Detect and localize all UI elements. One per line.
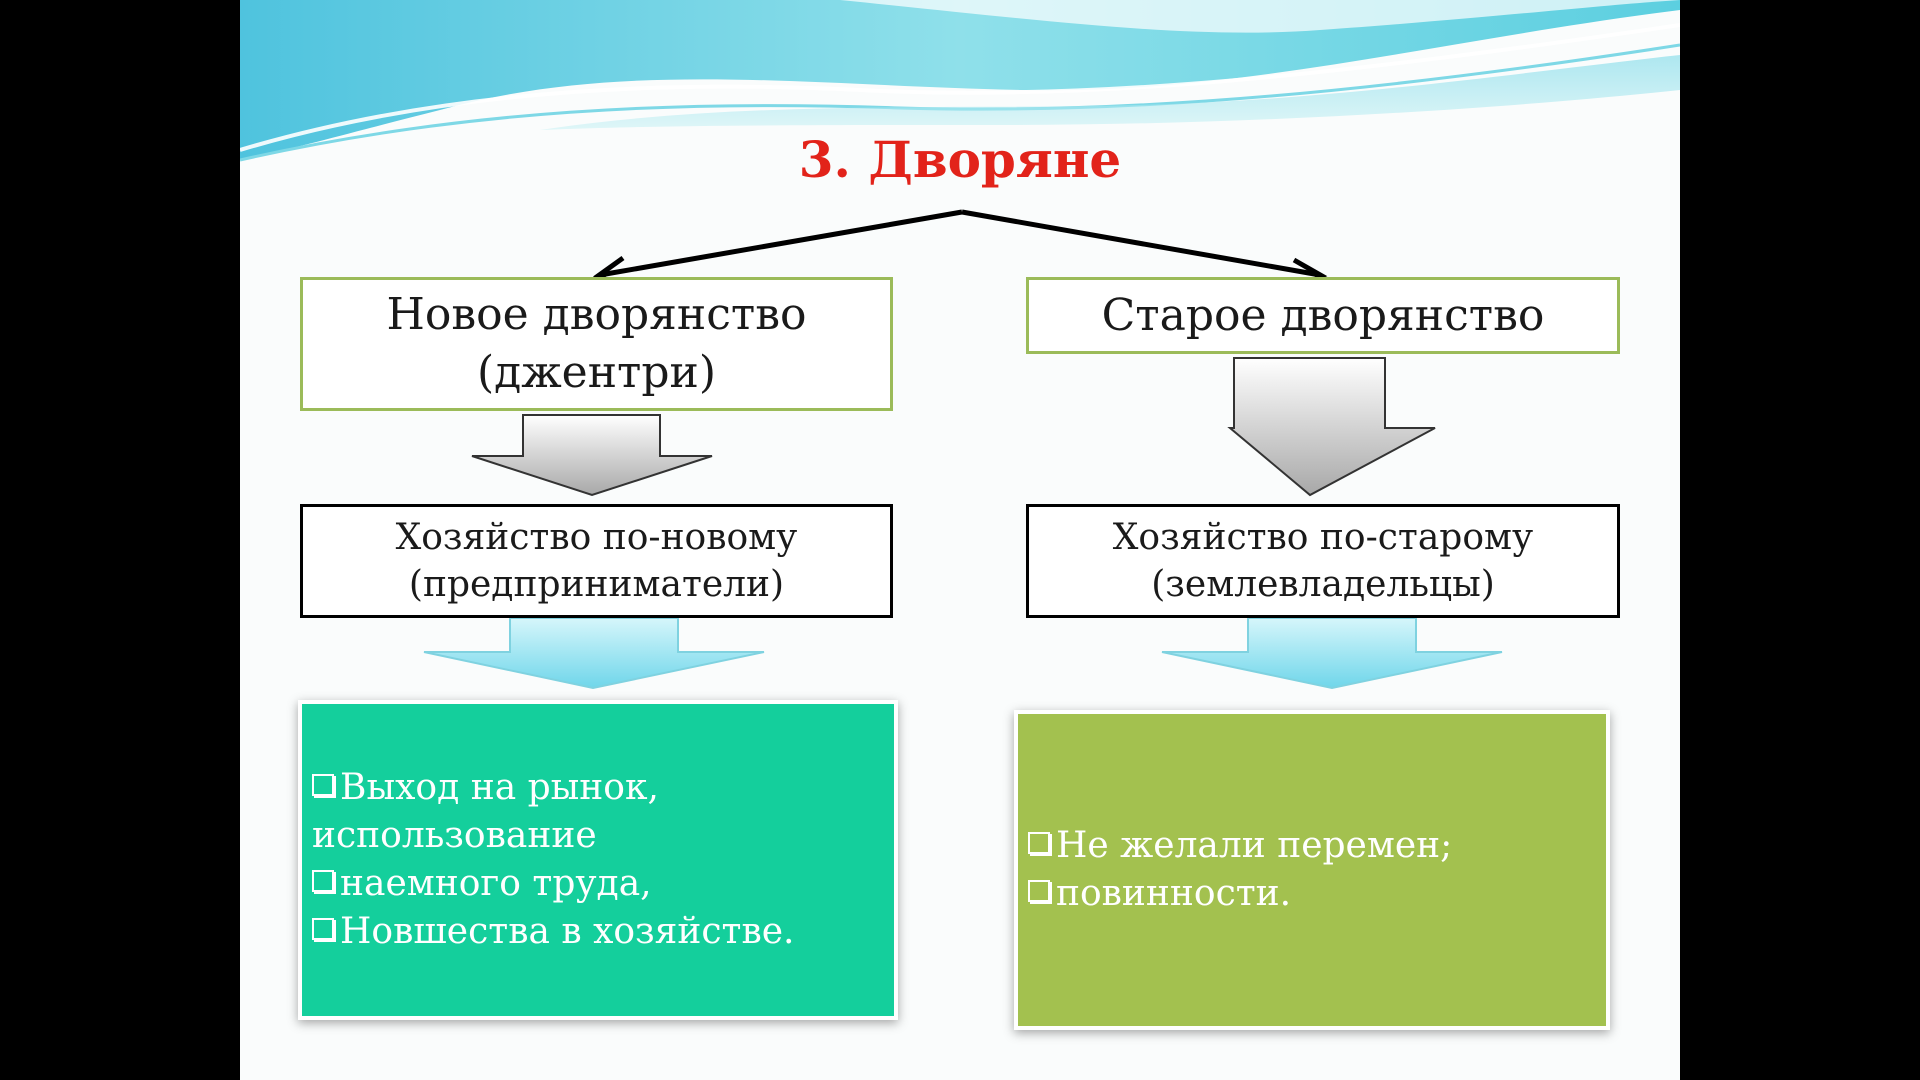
- wave-decoration: [240, 0, 1680, 162]
- down-arrow-right-gray: [1227, 357, 1436, 497]
- box-new-nobility-text: Новое дворянство (джентри): [386, 289, 807, 398]
- panel-line: Не желали перемен;: [1028, 822, 1606, 870]
- panel-line: Новшества в хозяйстве.: [312, 908, 894, 956]
- connectors: [423, 209, 1503, 690]
- slide-title: 3. Дворяне: [798, 130, 1122, 189]
- panel-line: использование: [312, 812, 894, 860]
- checkbox-bullet-icon: [312, 774, 334, 796]
- box-old-economy-text: Хозяйство по-старому (землевладельцы): [1112, 517, 1534, 605]
- panel-line-text: использование: [312, 815, 597, 856]
- panel-new-features: Выход на рынок, использование наемного тру…: [298, 700, 898, 1020]
- down-arrow-right-cyan: [1161, 617, 1503, 690]
- down-arrow-left-gray: [471, 414, 713, 497]
- slide: 3. Дворяне Новое дворянство (джентри) Ст…: [240, 0, 1680, 1080]
- box-new-economy: Хозяйство по-новому (предприниматели): [300, 504, 893, 618]
- panel-line: наемного труда,: [312, 860, 894, 908]
- panel-line-text: Не желали перемен;: [1056, 825, 1453, 866]
- box-new-nobility: Новое дворянство (джентри): [300, 277, 893, 411]
- panel-old-features: Не желали перемен; повинности.: [1014, 710, 1610, 1030]
- checkbox-bullet-icon: [312, 870, 334, 892]
- checkbox-bullet-icon: [312, 918, 334, 940]
- panel-line-text: наемного труда,: [340, 863, 652, 904]
- box-old-economy: Хозяйство по-старому (землевладельцы): [1026, 504, 1620, 618]
- checkbox-bullet-icon: [1028, 880, 1050, 902]
- panel-line-text: повинности.: [1056, 873, 1292, 914]
- box-new-economy-text: Хозяйство по-новому (предприниматели): [395, 517, 798, 605]
- box-old-nobility-text: Старое дворянство: [1101, 289, 1545, 341]
- panel-line: Выход на рынок,: [312, 764, 894, 812]
- panel-line-text: Выход на рынок,: [340, 767, 659, 808]
- checkbox-bullet-icon: [1028, 832, 1050, 854]
- split-arrows: [592, 209, 1328, 293]
- down-arrow-left-cyan: [423, 617, 765, 690]
- box-old-nobility: Старое дворянство: [1026, 277, 1620, 354]
- panel-line-text: Новшества в хозяйстве.: [340, 911, 795, 952]
- panel-line: повинности.: [1028, 870, 1606, 918]
